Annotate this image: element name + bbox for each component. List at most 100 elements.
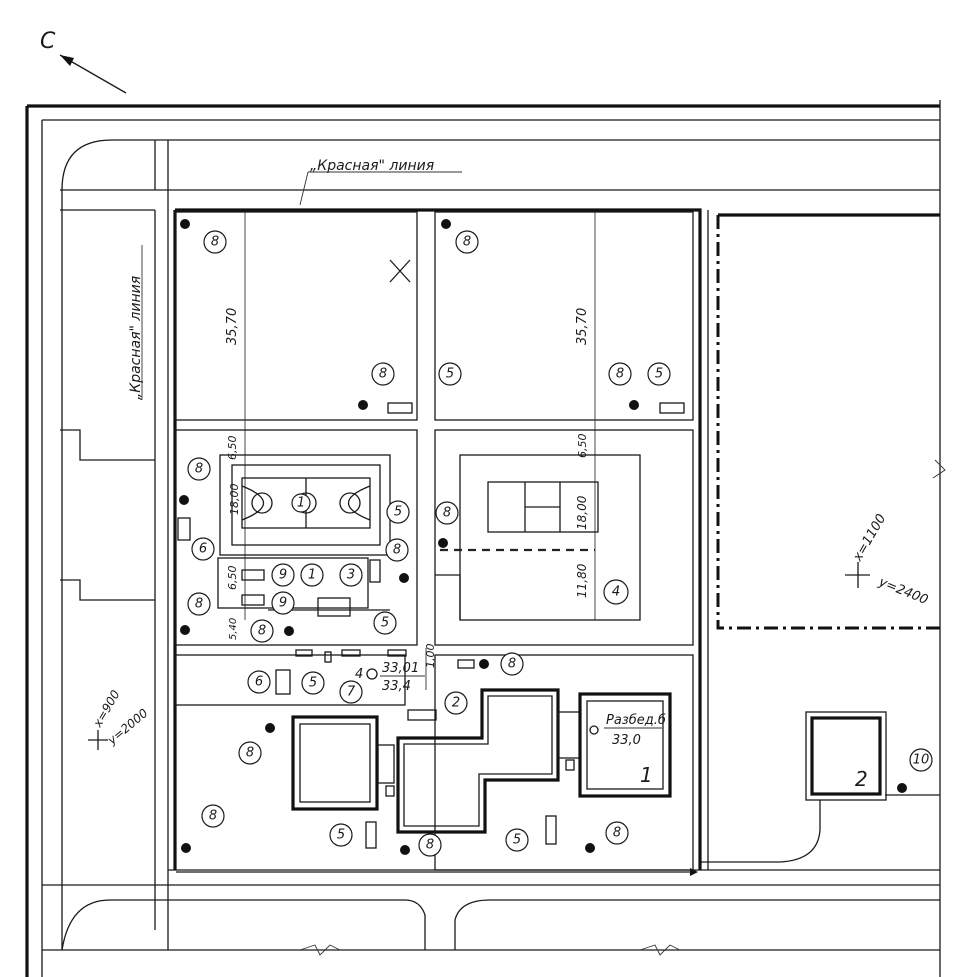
dim-court-left: 18,00	[228, 484, 241, 516]
tree-marker	[180, 219, 190, 229]
callouts: 8 8 8 5 8 5 8 1 8 5 6 8 9 1 3 9 8 4 8 5 …	[187, 230, 933, 857]
svg-text:5: 5	[381, 616, 389, 631]
callout-8: 8	[201, 804, 225, 828]
dim-row-650: 6,50	[226, 566, 239, 591]
callout-10: 10	[909, 748, 933, 772]
callout-8: 8	[455, 230, 479, 254]
svg-text:8: 8	[508, 657, 516, 672]
callout-8: 8	[187, 592, 211, 616]
svg-text:8: 8	[209, 809, 217, 824]
svg-text:8: 8	[379, 367, 387, 382]
callout-8: 8	[371, 362, 395, 386]
callout-1: 1	[291, 493, 311, 513]
svg-text:6: 6	[199, 542, 207, 557]
tree-marker	[179, 495, 189, 505]
callout-5: 5	[647, 362, 671, 386]
svg-text:8: 8	[393, 543, 401, 558]
coord-left-x: x=900	[90, 687, 123, 730]
callout-8: 8	[203, 230, 227, 254]
svg-text:6: 6	[255, 675, 263, 690]
benchmark-label: Разбед.б	[606, 713, 666, 728]
callout-8: 8	[238, 741, 262, 765]
callout-6: 6	[191, 537, 215, 561]
dim-play-height: 11,80	[575, 563, 589, 598]
tree-marker	[897, 783, 907, 793]
dim-width-left: 35,70	[225, 308, 240, 345]
svg-text:3: 3	[347, 568, 355, 583]
red-line-top: „Красная" линия	[299, 158, 462, 206]
svg-text:8: 8	[211, 235, 219, 250]
svg-text:5: 5	[394, 505, 402, 520]
tree-marker	[181, 843, 191, 853]
callout-5: 5	[505, 828, 529, 852]
callout-4: 4	[603, 579, 629, 605]
callout-8: 8	[608, 362, 632, 386]
red-line-top-label: „Красная" линия	[310, 158, 434, 174]
callout-8: 8	[385, 538, 409, 562]
callout-8: 8	[435, 501, 459, 525]
building-number-2: 2	[855, 767, 868, 791]
callout-7: 7	[339, 680, 363, 704]
tree-marker	[358, 400, 368, 410]
svg-text:1: 1	[297, 496, 305, 511]
dim-width-right: 35,70	[575, 308, 590, 345]
svg-text:9: 9	[279, 596, 287, 611]
callout-1: 1	[300, 563, 324, 587]
svg-text:7: 7	[347, 685, 356, 700]
svg-text:8: 8	[463, 235, 471, 250]
north-arrow: С	[40, 29, 127, 94]
coord-right-y: y=2400	[876, 574, 930, 608]
tree-marker	[441, 219, 451, 229]
dim-step: 1,00	[424, 644, 437, 669]
callout-9: 9	[271, 563, 295, 587]
svg-text:8: 8	[195, 462, 203, 477]
callout-8: 8	[187, 457, 211, 481]
svg-text:5: 5	[309, 676, 317, 691]
tree-marker	[438, 538, 448, 548]
site-frame	[25, 100, 941, 977]
dim-gap-left: 6,50	[226, 436, 239, 461]
callout-5: 5	[438, 362, 462, 386]
callout-8: 8	[500, 652, 524, 676]
tree-marker	[479, 659, 489, 669]
elevation-upper: 33,01	[382, 661, 419, 676]
svg-text:5: 5	[513, 833, 521, 848]
benchmark-value: 33,0	[612, 733, 641, 748]
streets	[42, 139, 946, 956]
north-arrow-label: С	[40, 29, 56, 54]
svg-text:8: 8	[258, 624, 266, 639]
elevation-lower: 33,4	[382, 679, 411, 694]
service-yard: 1,00 33,01 33,4 4	[174, 644, 475, 706]
svg-text:8: 8	[613, 826, 621, 841]
tree-marker	[180, 625, 190, 635]
red-line-left: „Красная" линия	[128, 245, 144, 400]
svg-text:8: 8	[616, 367, 624, 382]
tree-marker	[585, 843, 595, 853]
dim-row-540: 5,40	[228, 618, 239, 640]
svg-text:2: 2	[452, 696, 460, 711]
svg-text:5: 5	[655, 367, 663, 382]
tree-marker	[284, 626, 294, 636]
svg-text:9: 9	[279, 568, 287, 583]
tree-marker	[399, 573, 409, 583]
coordinate-left: x=900 y=2000	[88, 687, 151, 750]
callout-5: 5	[301, 671, 325, 695]
svg-text:8: 8	[426, 838, 434, 853]
dim-gap-right: 6,50	[576, 434, 589, 459]
svg-text:8: 8	[443, 506, 451, 521]
school-building: Разбед.б 33,0 1	[291, 654, 694, 871]
callout-3: 3	[339, 563, 363, 587]
trees	[179, 219, 907, 855]
svg-text:8: 8	[246, 746, 254, 761]
coord-right-x: x=1100	[850, 512, 889, 565]
callout-6: 6	[247, 670, 271, 694]
building-number-1: 1	[640, 763, 653, 787]
elevation-point: 4	[355, 667, 363, 682]
tree-marker	[265, 723, 275, 733]
svg-text:5: 5	[446, 367, 454, 382]
svg-text:10: 10	[913, 753, 930, 768]
svg-text:4: 4	[612, 585, 620, 600]
svg-text:8: 8	[195, 597, 203, 612]
sports-area-right: 6,50 18,00 11,80	[434, 402, 694, 646]
